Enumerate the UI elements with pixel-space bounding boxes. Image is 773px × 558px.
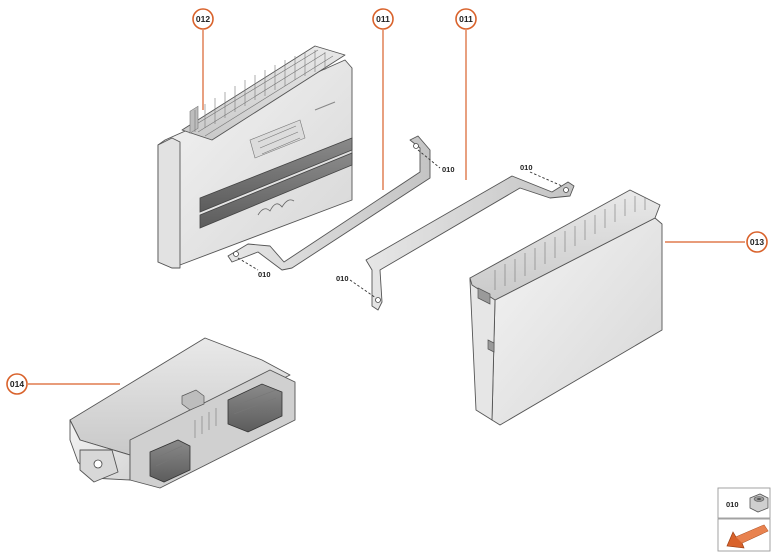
control-unit-012: [157, 45, 353, 269]
bracket-011-right: [365, 175, 575, 311]
callout-012-label: 012: [196, 14, 210, 24]
ref-lines-010: [237, 149, 563, 299]
legend-panel: 010: [717, 487, 771, 552]
callout-012[interactable]: 012: [192, 8, 214, 30]
callout-013[interactable]: 013: [746, 231, 768, 253]
callout-011-left[interactable]: 011: [372, 8, 394, 30]
callout-011-left-label: 011: [376, 14, 390, 24]
ref-label-010-c: 010: [520, 163, 533, 172]
ref-label-010-a: 010: [442, 165, 455, 174]
callout-011-right-label: 011: [459, 14, 473, 24]
callout-013-label: 013: [750, 237, 764, 247]
callout-014[interactable]: 014: [6, 373, 28, 395]
ref-label-010-b: 010: [258, 270, 271, 279]
ref-label-010-d: 010: [336, 274, 349, 283]
control-unit-013: [469, 189, 663, 426]
callout-014-label: 014: [10, 379, 24, 389]
nut-icon: [749, 493, 769, 513]
callout-011-right[interactable]: 011: [455, 8, 477, 30]
callout-leaders: [28, 30, 745, 385]
control-unit-014: [69, 337, 296, 489]
legend-part-number: 010: [726, 500, 739, 509]
arrow-down-left-icon[interactable]: [726, 524, 769, 549]
